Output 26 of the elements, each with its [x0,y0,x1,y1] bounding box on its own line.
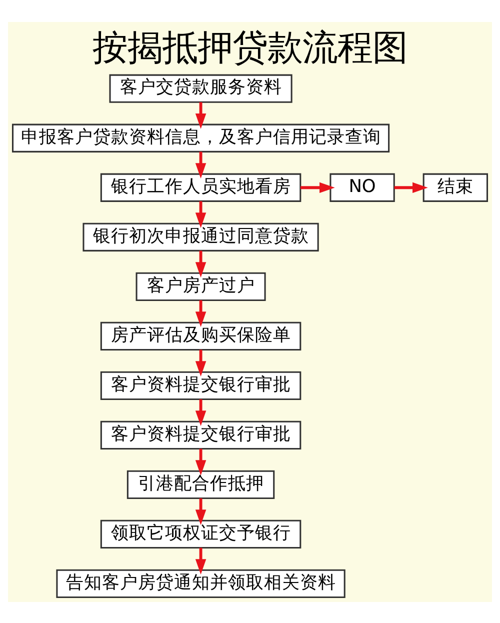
diagram-title: 按揭抵押贷款流程图 [92,27,408,68]
arrow [195,151,206,178]
node-box: 申报客户贷款资料信息，及客户信用记录查询 [12,123,390,152]
node-box: 房产评估及购买保险单 [100,321,302,350]
node-box: 引港配合作抵押 [126,470,275,499]
node-box: 客户交贷款服务资料 [109,74,292,102]
arrow [195,448,206,475]
arrow [300,182,335,192]
node-box: NO [330,172,395,202]
node-box: 客户资料提交银行审批 [100,420,302,450]
node-box: 银行初次申报通过同意贷款 [82,222,319,251]
node-box: 领取它项权证交予银行 [100,519,302,548]
arrow [195,398,206,426]
arrow [195,200,206,228]
node-box: 银行工作人员实地看房 [100,172,302,202]
arrow [195,349,206,376]
arrow [195,250,206,277]
arrow [195,102,206,128]
node-box: 客户房产过户 [136,272,266,300]
arrow [394,182,428,192]
node-box: 结束 [422,172,488,202]
arrow [195,498,206,525]
node-box: 客户资料提交银行审批 [100,370,302,400]
arrow [195,300,206,326]
node-box: 告知客户房贷通知并领取相关资料 [56,568,346,598]
arrow [195,547,206,574]
